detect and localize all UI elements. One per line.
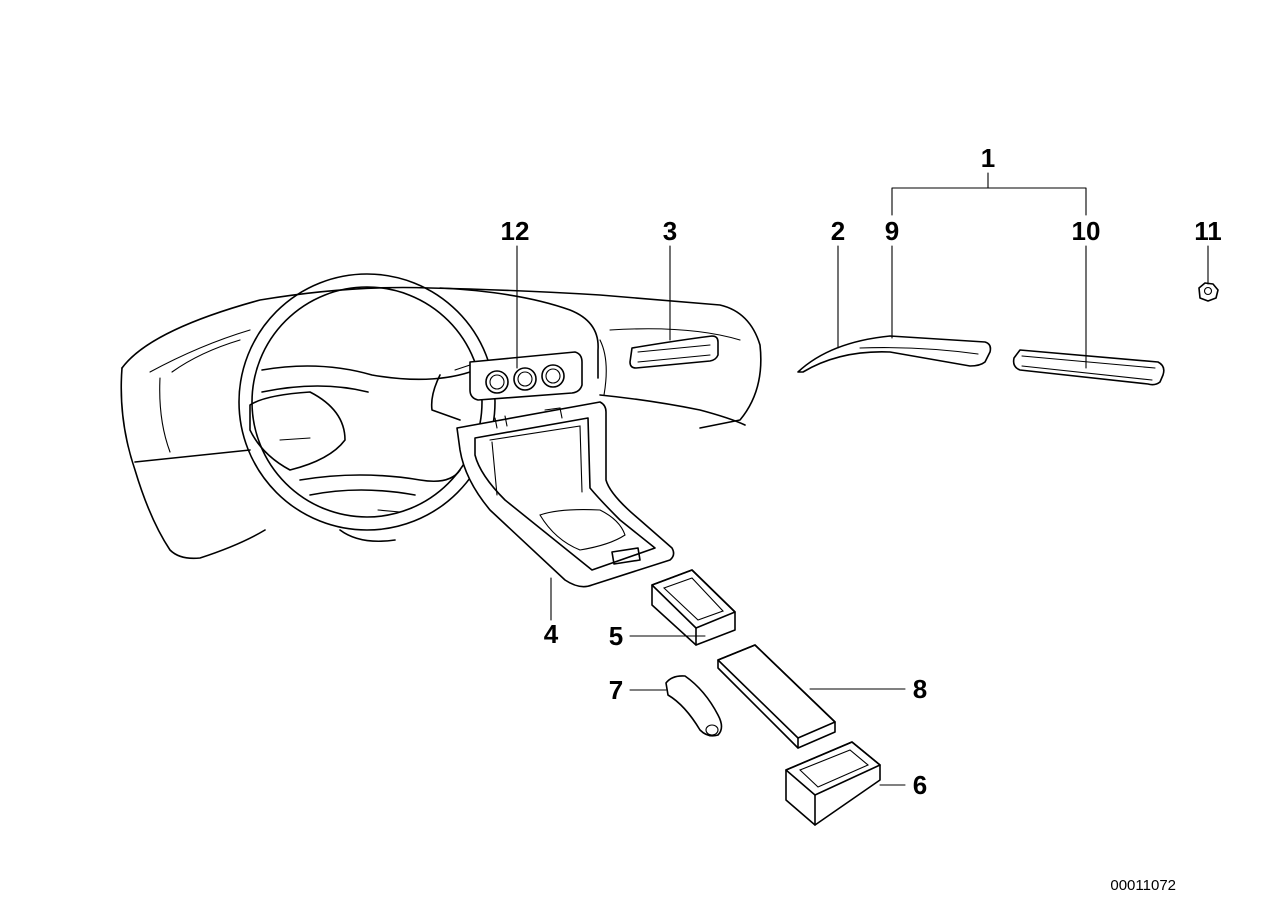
part-8-flat-panel bbox=[717, 644, 836, 749]
part-9-curved-trim bbox=[797, 335, 992, 373]
part-10-straight-trim bbox=[1012, 349, 1165, 386]
part-3-trim-strip bbox=[629, 335, 719, 369]
label-8: 8 bbox=[913, 674, 927, 704]
label-11: 11 bbox=[1194, 216, 1222, 246]
label-10: 10 bbox=[1072, 216, 1101, 246]
label-7: 7 bbox=[609, 675, 623, 705]
label-3: 3 bbox=[663, 216, 677, 246]
label-2: 2 bbox=[831, 216, 845, 246]
label-1: 1 bbox=[981, 143, 995, 173]
label-12: 12 bbox=[501, 216, 530, 246]
reference-number: 00011072 bbox=[1110, 877, 1176, 894]
part-5-box bbox=[651, 569, 736, 646]
dashboard bbox=[120, 286, 762, 560]
part-11-nut bbox=[1198, 282, 1219, 302]
part-7-grip bbox=[665, 675, 723, 737]
label-9: 9 bbox=[885, 216, 899, 246]
part-4-center-console bbox=[456, 401, 675, 588]
part-6-box bbox=[785, 741, 881, 826]
part-12-switch-panel bbox=[469, 351, 583, 401]
label-6: 6 bbox=[913, 770, 927, 800]
label-4: 4 bbox=[544, 619, 559, 649]
leader-lines bbox=[516, 172, 1209, 786]
steering-wheel bbox=[238, 273, 496, 543]
label-5: 5 bbox=[609, 621, 623, 651]
part-labels: 1 2 9 10 11 12 3 4 5 7 8 6 00011072 bbox=[501, 143, 1222, 894]
